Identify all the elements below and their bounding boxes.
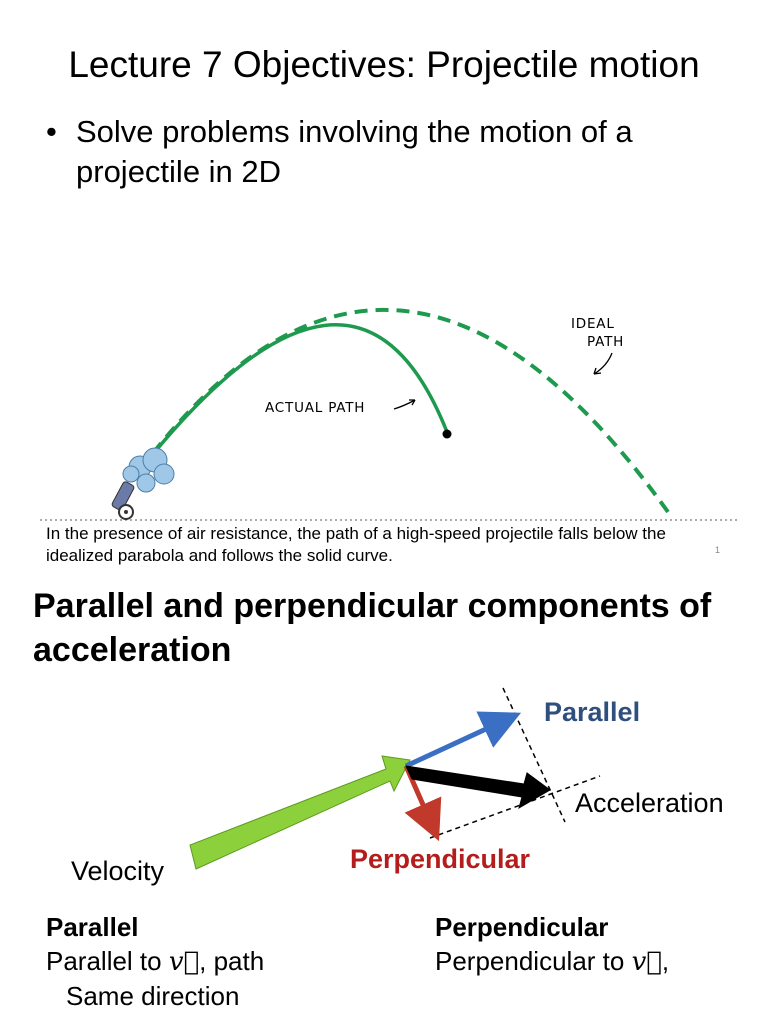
actual-path: [138, 323, 449, 472]
acceleration-arrow: [405, 765, 551, 810]
acceleration-diagram: [189, 687, 601, 870]
parallel-column-line1: Parallel to v⃗, path: [46, 946, 265, 977]
parallel-column-line2: Same direction: [66, 981, 240, 1011]
velocity-symbol: v⃗: [631, 947, 662, 977]
ideal-label-line2: PATH: [587, 334, 624, 350]
actual-pointer-arrow: [393, 399, 416, 410]
perpendicular-column-line1: Perpendicular to v⃗,: [435, 946, 670, 977]
bullet-dot: •: [46, 114, 57, 149]
perpendicular-projection-line: [429, 775, 601, 839]
perpendicular-column-heading: Perpendicular: [435, 912, 609, 942]
figure-caption: In the presence of air resistance, the p…: [46, 524, 666, 565]
actual-path-label: ACTUAL PATH: [265, 400, 365, 416]
parallel-column-heading: Parallel: [46, 912, 139, 942]
projectile-ball: [442, 429, 452, 439]
parallel-projection-line: [502, 687, 566, 823]
section-heading: Parallel and perpendicular components of…: [33, 587, 712, 669]
cannon-smoke: [122, 447, 175, 493]
perpendicular-column: Perpendicular Perpendicular to v⃗,: [435, 910, 765, 979]
velocity-label: Velocity: [71, 856, 165, 886]
parallel-label: Parallel: [544, 697, 641, 727]
velocity-arrow: [189, 755, 411, 870]
slide-title: Lecture 7 Objectives: Projectile motion: [68, 44, 700, 85]
ideal-label-line1: IDEAL: [571, 316, 615, 332]
objective-text: Solve problems involving the motion of a…: [76, 114, 633, 189]
perpendicular-label: Perpendicular: [350, 844, 531, 874]
velocity-symbol: v⃗: [168, 947, 200, 977]
parallel-column: Parallel Parallel to v⃗, path Same direc…: [46, 910, 406, 1013]
slide-number: 1: [715, 545, 721, 555]
parallel-component-arrow: [404, 711, 522, 769]
ideal-pointer-arrow: [593, 352, 613, 375]
cannon-icon: [111, 481, 135, 520]
acceleration-label: Acceleration: [575, 788, 724, 818]
